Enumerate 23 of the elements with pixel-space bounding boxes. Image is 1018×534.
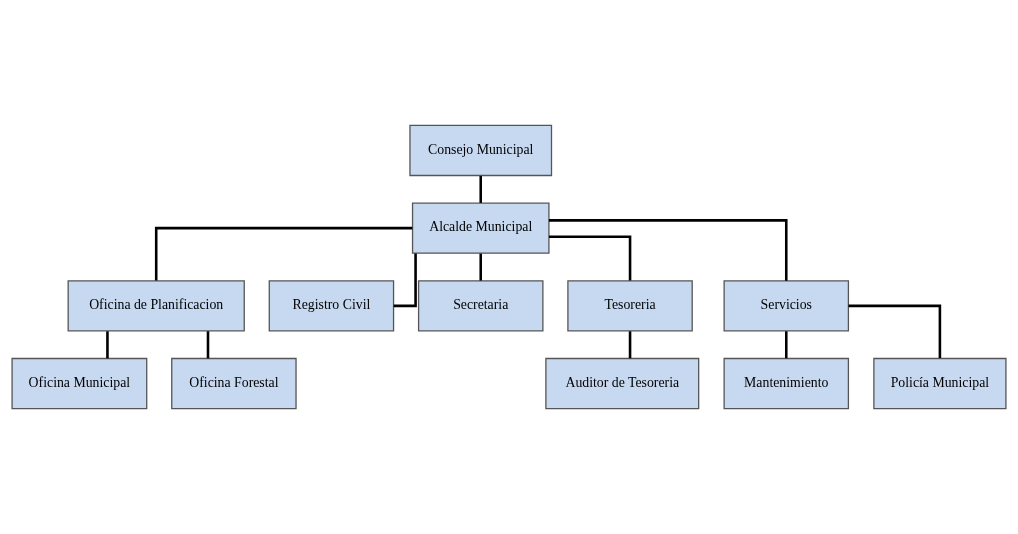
node-box: Registro Civil — [268, 280, 395, 332]
connector — [548, 219, 788, 281]
node-box: Alcalde Municipal — [411, 202, 550, 254]
connector — [628, 331, 632, 359]
connector — [479, 175, 483, 203]
connector — [206, 331, 210, 359]
connector — [549, 235, 632, 281]
node-box: Auditor de Tesoreria — [545, 357, 700, 410]
node-box: Secretaria — [417, 280, 544, 332]
node-box: Servicios — [723, 280, 850, 332]
connector — [848, 304, 942, 359]
connector — [154, 226, 413, 281]
node-box: Oficina Municipal — [11, 357, 148, 410]
connector — [106, 331, 109, 359]
node-box: Oficina Forestal — [171, 357, 297, 410]
node-box: Mantenimiento — [723, 357, 850, 410]
connector — [784, 331, 788, 359]
node-box: Oficina de Planificacion — [67, 280, 245, 332]
node-box: Tesoreria — [567, 280, 693, 332]
connector — [479, 253, 483, 281]
node-box: Policía Municipal — [873, 357, 1007, 410]
node-box: Consejo Municipal — [409, 124, 553, 177]
connector — [393, 253, 417, 308]
